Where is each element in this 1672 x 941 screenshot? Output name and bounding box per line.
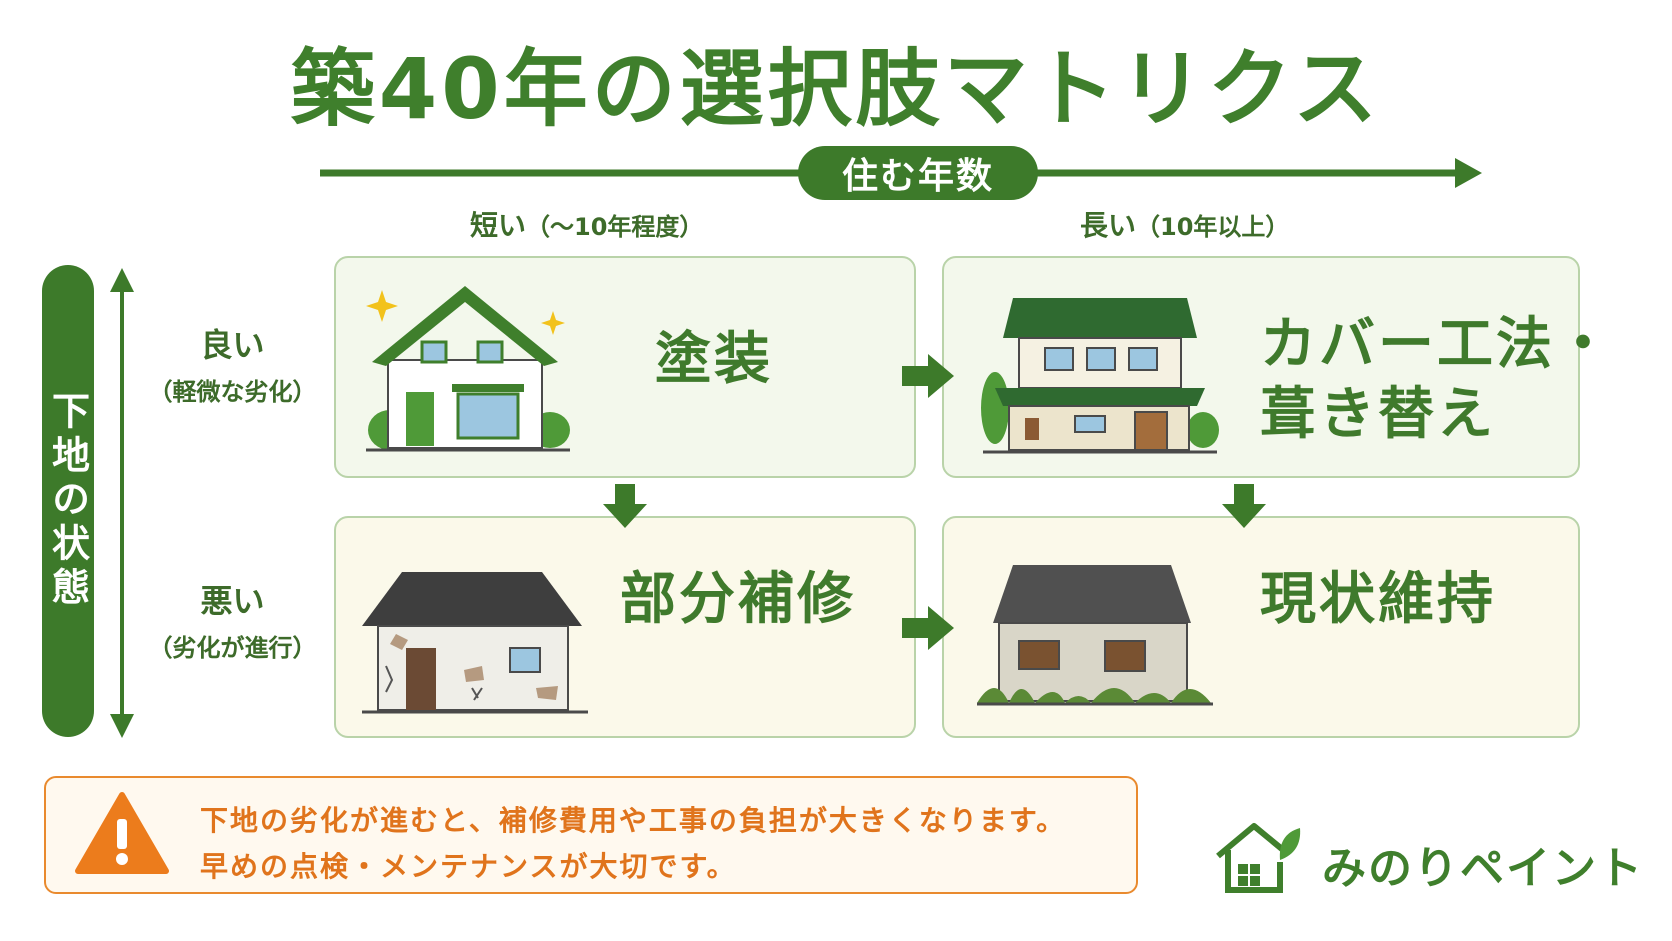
arrow-right-bottom	[902, 606, 954, 650]
y-axis-label: 下地の状態	[42, 265, 94, 737]
brand-logo-icon	[1216, 823, 1301, 893]
row-label-good-note: （軽微な劣化）	[148, 378, 317, 406]
column-label-long-note: （10年以上）	[1136, 213, 1290, 241]
warning-text: 下地の劣化が進むと、補修費用や工事の負担が大きくなります。 早めの点検・メンテナ…	[200, 798, 1066, 890]
cell-label-keep-as-is: 現状維持	[1260, 567, 1496, 632]
column-label-long: 長い（10年以上）	[1080, 204, 1289, 244]
y-axis-arrow	[110, 268, 134, 738]
cell-label-cover-line1: カバー工法・	[1260, 312, 1614, 377]
cell-label-cover-reroof: カバー工法・ 葺き替え	[1260, 310, 1614, 450]
cell-label-painting: 塗装	[655, 327, 773, 392]
row-label-bad: 悪い （劣化が進行）	[140, 576, 325, 663]
damaged-house-icon	[362, 572, 588, 714]
column-label-short-main: 短い	[470, 209, 527, 242]
column-label-short: 短い（〜10年程度）	[470, 204, 703, 244]
warning-line-2: 早めの点検・メンテナンスが大切です。	[200, 850, 737, 883]
cell-label-partial-repair: 部分補修	[620, 567, 856, 632]
warning-icon	[75, 792, 169, 874]
renovated-house-icon	[981, 298, 1219, 454]
row-label-good-main: 良い	[200, 326, 265, 364]
warning-box	[44, 776, 1138, 894]
column-label-short-note: （〜10年程度）	[526, 213, 704, 241]
new-house-icon	[366, 286, 570, 452]
aging-house-icon	[977, 565, 1213, 706]
cell-label-cover-line2: 葺き替え	[1260, 382, 1496, 447]
arrow-right-top	[902, 354, 954, 398]
row-label-bad-note: （劣化が進行）	[148, 634, 317, 662]
row-label-bad-main: 悪い	[200, 582, 265, 620]
brand-name: みのりペイント	[1322, 843, 1644, 894]
column-label-long-main: 長い	[1080, 209, 1137, 242]
page-title: 築40年の選択肢マトリクス	[290, 40, 1382, 138]
arrow-down-right	[1222, 484, 1266, 528]
row-label-good: 良い （軽微な劣化）	[140, 320, 325, 407]
x-axis-label: 住む年数	[798, 146, 1038, 200]
warning-line-1: 下地の劣化が進むと、補修費用や工事の負担が大きくなります。	[200, 804, 1067, 837]
arrow-down-left	[603, 484, 647, 528]
